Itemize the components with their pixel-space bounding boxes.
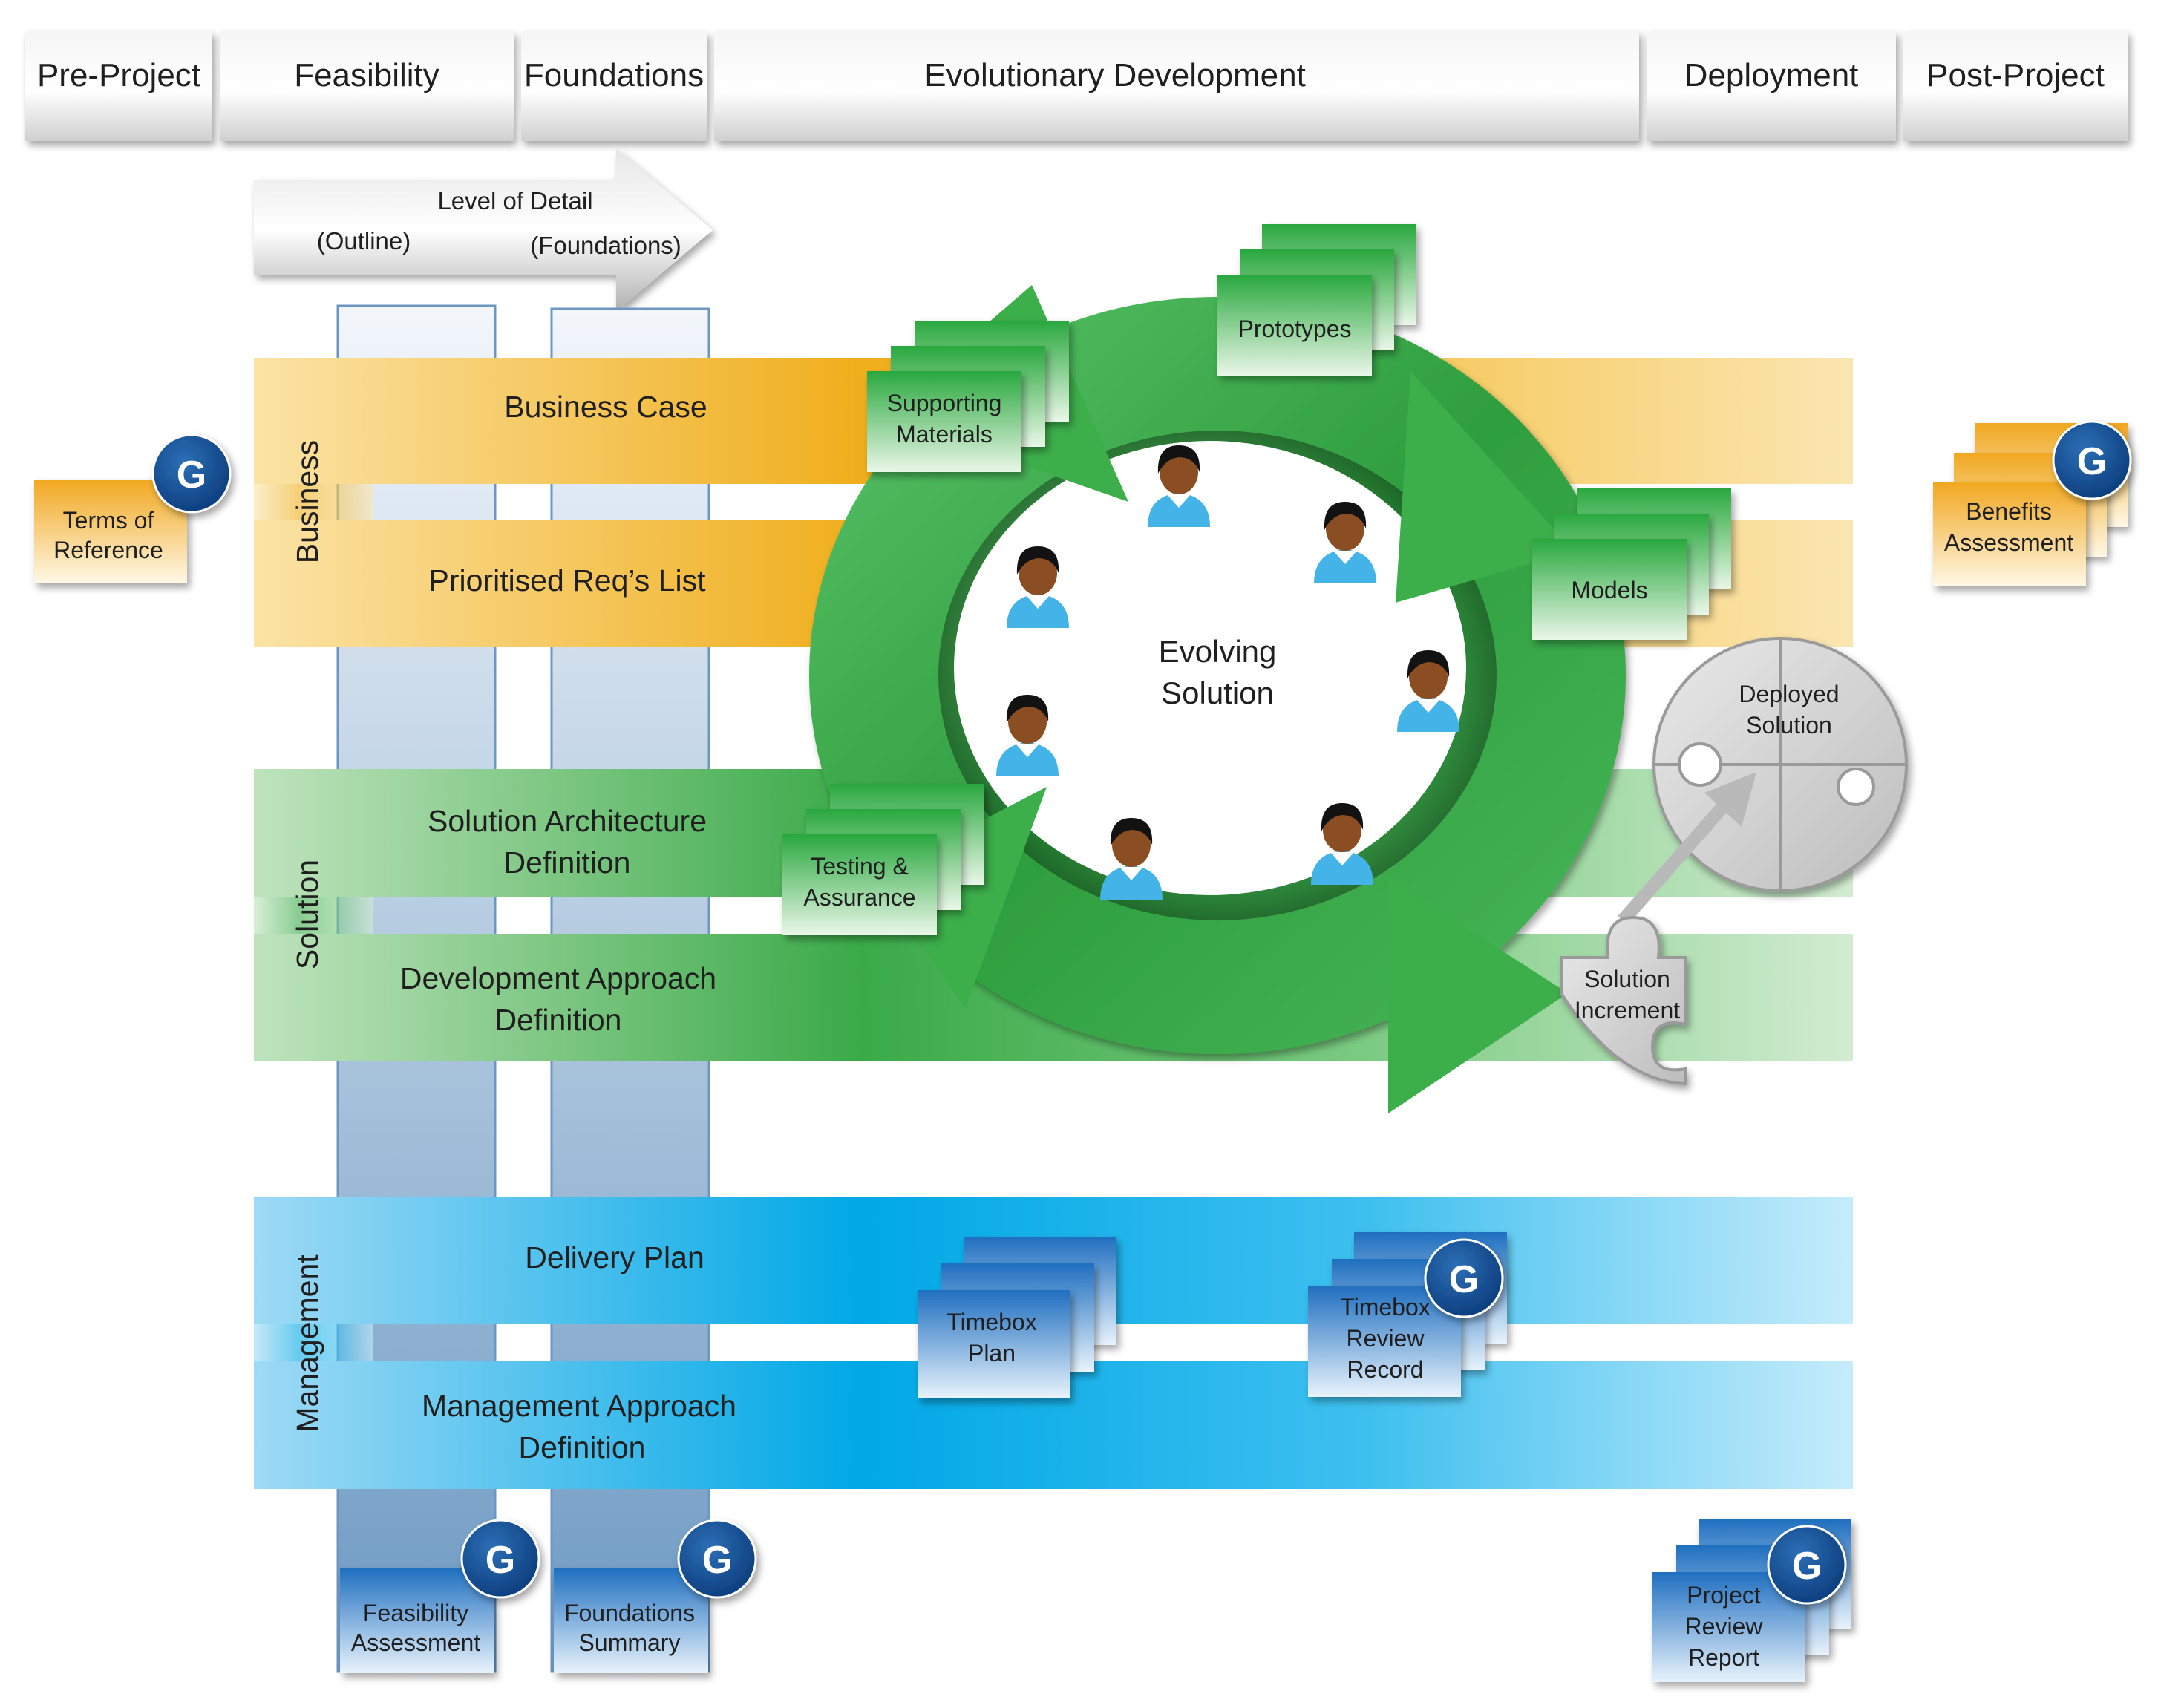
review-report-label-3: Report: [1688, 1644, 1759, 1671]
timebox-review-label-1: Timebox: [1340, 1294, 1431, 1321]
gate-icon: [2052, 420, 2132, 500]
deployed-label-1: Deployed: [1739, 681, 1839, 707]
timebox-plan-label-1: Timebox: [946, 1309, 1037, 1335]
phase-box-feasibility: [220, 31, 514, 141]
feasibility-assessment-doc: Feasibility Assessment G: [340, 1519, 540, 1673]
business-case-label: Business Case: [504, 390, 707, 424]
foundations-label-2: Summary: [579, 1629, 681, 1656]
gate-label: G: [485, 1539, 515, 1582]
level-of-detail-arrow: Level of Detail (Outline) (Foundations): [254, 148, 713, 312]
benefits-assessment-doc: Benefits Assessment G: [1933, 420, 2132, 586]
gate-icon: [460, 1519, 540, 1599]
management-approach-label-2: Definition: [519, 1430, 646, 1465]
feasibility-label-2: Assessment: [351, 1629, 480, 1656]
management-lane-connector: [254, 1324, 373, 1361]
phase-box-evolutionary-development: [714, 31, 1639, 141]
gate-icon: [1424, 1238, 1504, 1318]
phase-box-deployment: [1647, 31, 1896, 141]
benefits-label-2: Assessment: [1944, 529, 2073, 556]
models-doc: Models: [1532, 488, 1731, 640]
terms-of-reference-doc: Terms of Reference G: [34, 433, 232, 583]
level-of-detail-foundations: (Foundations): [530, 232, 681, 259]
supporting-materials-label-2: Materials: [896, 421, 993, 448]
timebox-review-label-3: Record: [1347, 1356, 1423, 1383]
phase-label-foundations: Foundations: [524, 57, 704, 94]
lane-label-business: Business: [290, 440, 324, 563]
timebox-review-record-doc: Timebox Review Record G: [1308, 1232, 1507, 1397]
solution-architecture-label-1: Solution Architecture: [428, 804, 707, 838]
phase-box-pre-project: [25, 31, 212, 141]
solution-architecture-label-2: Definition: [504, 845, 631, 880]
foundations-summary-doc: Foundations Summary G: [554, 1519, 757, 1673]
testing-assurance-doc: Testing & Assurance: [782, 784, 984, 935]
gate-icon: [677, 1519, 757, 1599]
deployed-solution-puzzle: Deployed Solution: [1652, 637, 1908, 892]
terms-label-1: Terms of: [63, 507, 154, 534]
testing-label-2: Assurance: [803, 884, 915, 911]
gate-icon: [151, 433, 232, 514]
development-approach-label-1: Development Approach: [400, 961, 716, 995]
development-approach-label-2: Definition: [495, 1003, 622, 1037]
cycle-arrowhead-bottom-right: [1388, 877, 1568, 1113]
feasibility-label-1: Feasibility: [363, 1600, 468, 1626]
timebox-review-label-2: Review: [1347, 1325, 1425, 1352]
deployment-arrow: [1618, 772, 1756, 925]
models-label: Models: [1571, 577, 1647, 603]
phase-label-deployment: Deployment: [1684, 57, 1859, 94]
cycle-arrowhead-top-right: [1396, 371, 1574, 603]
foundations-label-1: Foundations: [564, 1600, 695, 1626]
level-of-detail-outline: (Outline): [317, 227, 411, 255]
level-of-detail-title: Level of Detail: [437, 187, 592, 215]
review-report-label-2: Review: [1685, 1613, 1764, 1640]
timebox-plan-doc: Timebox Plan: [918, 1237, 1116, 1398]
lane-label-solution: Solution: [290, 860, 324, 969]
phase-label-post-project: Post-Project: [1926, 57, 2105, 94]
timebox-plan-label-2: Plan: [968, 1340, 1016, 1367]
gate-label: G: [1792, 1545, 1822, 1588]
gate-label: G: [1449, 1258, 1479, 1301]
increment-label-1: Solution: [1584, 966, 1670, 992]
supporting-materials-doc: Supporting Materials: [867, 321, 1069, 472]
phase-box-post-project: [1903, 31, 2128, 141]
lane-label-management: Management: [290, 1254, 324, 1433]
terms-label-2: Reference: [53, 537, 163, 563]
phase-label-feasibility: Feasibility: [294, 57, 439, 94]
supporting-materials-label-1: Supporting: [887, 390, 1002, 416]
phase-box-foundations: [521, 31, 707, 141]
project-review-report-doc: Project Review Report G: [1652, 1519, 1851, 1682]
review-report-label-1: Project: [1687, 1582, 1761, 1609]
gate-label: G: [702, 1539, 732, 1582]
business-lane-connector: [254, 484, 373, 520]
delivery-plan-label: Delivery Plan: [525, 1240, 704, 1274]
prototypes-label: Prototypes: [1238, 315, 1352, 342]
deployed-label-2: Solution: [1746, 712, 1832, 739]
gate-label: G: [177, 454, 206, 497]
phase-label-evolutionary-development: Evolutionary Development: [924, 57, 1306, 94]
gate-label: G: [2077, 440, 2107, 483]
benefits-label-1: Benefits: [1966, 498, 2052, 525]
increment-label-2: Increment: [1575, 997, 1680, 1024]
solution-increment-puzzle: Solution Increment: [1560, 915, 1687, 1086]
evolving-solution-cycle: Evolving Solution: [809, 285, 1626, 1113]
solution-lane-connector: [254, 897, 373, 934]
phase-header: Pre-Project Feasibility Foundations Evol…: [25, 31, 2128, 141]
level-of-detail-shape: [254, 148, 713, 312]
gate-icon: [1767, 1525, 1847, 1605]
testing-label-1: Testing &: [811, 853, 909, 880]
prioritised-list-label: Prioritised Req’s List: [429, 563, 707, 598]
phase-label-pre-project: Pre-Project: [37, 57, 200, 94]
evolving-label: Evolving: [1159, 634, 1277, 669]
solution-label: Solution: [1161, 675, 1274, 710]
management-approach-label-1: Management Approach: [422, 1389, 736, 1423]
prototypes-doc: Prototypes: [1217, 224, 1416, 376]
cycle-arrowhead-bottom-left: [876, 787, 1047, 1009]
